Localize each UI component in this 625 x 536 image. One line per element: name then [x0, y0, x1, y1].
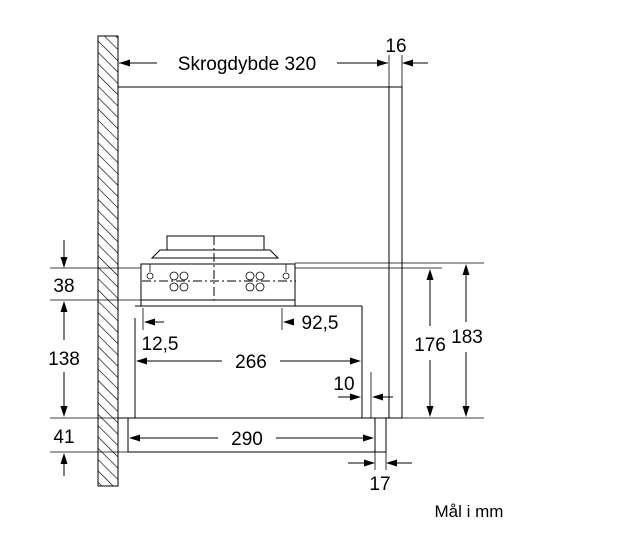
mounting-holes-left	[146, 264, 189, 292]
units-note: Mål i mm	[435, 502, 504, 521]
label-176: 176	[414, 335, 446, 356]
dim-41: 41	[53, 427, 75, 476]
mounting-holes-right	[245, 264, 290, 292]
dim-12-5: 12,5	[142, 318, 179, 355]
label-183: 183	[451, 327, 483, 348]
pull-out-front	[127, 417, 387, 453]
dim-16: 16	[385, 36, 428, 67]
label-16: 16	[385, 36, 406, 57]
dim-17: 17	[348, 459, 412, 495]
dim-38: 38	[53, 240, 75, 297]
dim-183: 183	[451, 264, 483, 417]
dim-138: 138	[48, 301, 80, 417]
wall	[97, 35, 119, 487]
dim-266: 266	[136, 352, 361, 373]
label-38: 38	[53, 276, 74, 297]
dim-cabinet-depth: Skrogdybde 320	[119, 54, 388, 75]
label-92-5: 92,5	[302, 313, 339, 334]
cabinet	[118, 86, 403, 419]
label-17: 17	[369, 474, 390, 495]
fan-unit	[140, 235, 296, 307]
dim-92-5: 92,5	[283, 313, 338, 334]
dim-176: 176	[414, 269, 446, 417]
label-138: 138	[48, 349, 80, 370]
dim-290: 290	[129, 429, 374, 450]
label-41: 41	[53, 427, 74, 448]
label-cabinet-depth: Skrogdybde 320	[178, 54, 316, 75]
dim-10: 10	[333, 374, 393, 401]
extension-lines	[50, 55, 484, 470]
label-10: 10	[333, 374, 354, 395]
hood-housing	[134, 305, 363, 418]
label-266: 266	[235, 352, 267, 373]
label-12-5: 12,5	[142, 334, 179, 355]
label-290: 290	[231, 429, 263, 450]
